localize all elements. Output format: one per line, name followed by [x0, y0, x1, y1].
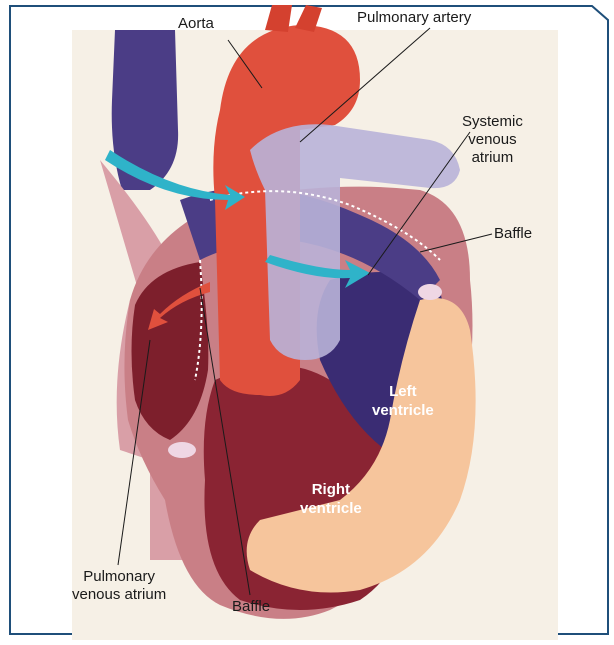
label-left-ventricle: Left ventricle — [372, 382, 434, 420]
label-systemic-line-2: venous — [462, 131, 523, 149]
label-pulmonary-venous-line-2: venous atrium — [72, 586, 166, 604]
label-pulmonary-venous-line-1: Pulmonary — [72, 568, 166, 586]
label-left-ventricle-line-2: ventricle — [372, 401, 434, 420]
label-pulmonary-artery: Pulmonary artery — [357, 9, 471, 27]
label-systemic-venous-atrium: Systemic venous atrium — [462, 113, 523, 167]
label-baffle-right: Baffle — [494, 225, 532, 243]
label-systemic-line-3: atrium — [462, 149, 523, 167]
label-baffle-bottom: Baffle — [232, 598, 270, 616]
label-pulmonary-venous-atrium: Pulmonary venous atrium — [72, 568, 166, 604]
label-left-ventricle-line-1: Left — [372, 382, 434, 401]
label-aorta: Aorta — [178, 15, 214, 33]
label-right-ventricle-line-2: ventricle — [300, 499, 362, 518]
valve-left — [168, 442, 196, 458]
aorta-branch-1 — [265, 5, 292, 32]
label-right-ventricle: Right ventricle — [300, 480, 362, 518]
label-right-ventricle-line-1: Right — [300, 480, 362, 499]
label-systemic-line-1: Systemic — [462, 113, 523, 131]
valve-right — [418, 284, 442, 300]
